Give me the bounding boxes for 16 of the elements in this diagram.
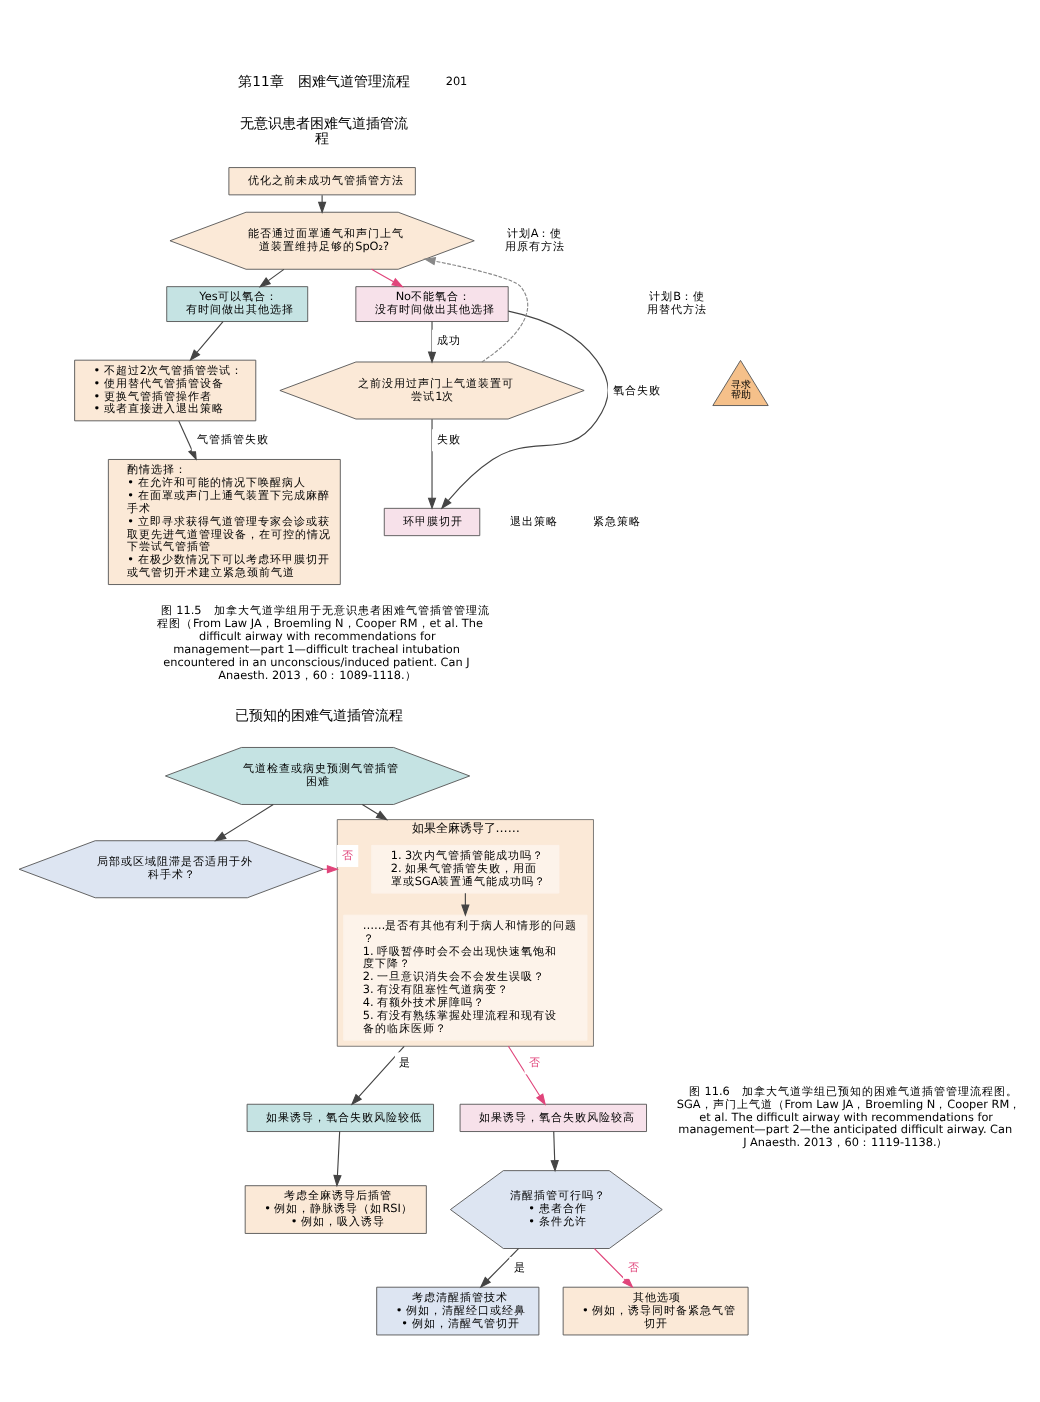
arrow — [189, 320, 224, 361]
arrow — [214, 802, 274, 841]
arrow — [440, 309, 609, 509]
arrow — [550, 1130, 559, 1172]
arrow — [258, 267, 285, 287]
arrow — [333, 1130, 342, 1187]
arrow — [350, 1044, 405, 1105]
arrow — [361, 802, 389, 820]
arrow — [322, 864, 339, 873]
arrow — [423, 256, 529, 362]
arrow — [371, 267, 404, 287]
arrow — [317, 193, 327, 213]
arrow — [479, 1247, 520, 1288]
arrow — [427, 320, 437, 363]
arrow — [427, 417, 437, 509]
arrow — [593, 1247, 634, 1288]
